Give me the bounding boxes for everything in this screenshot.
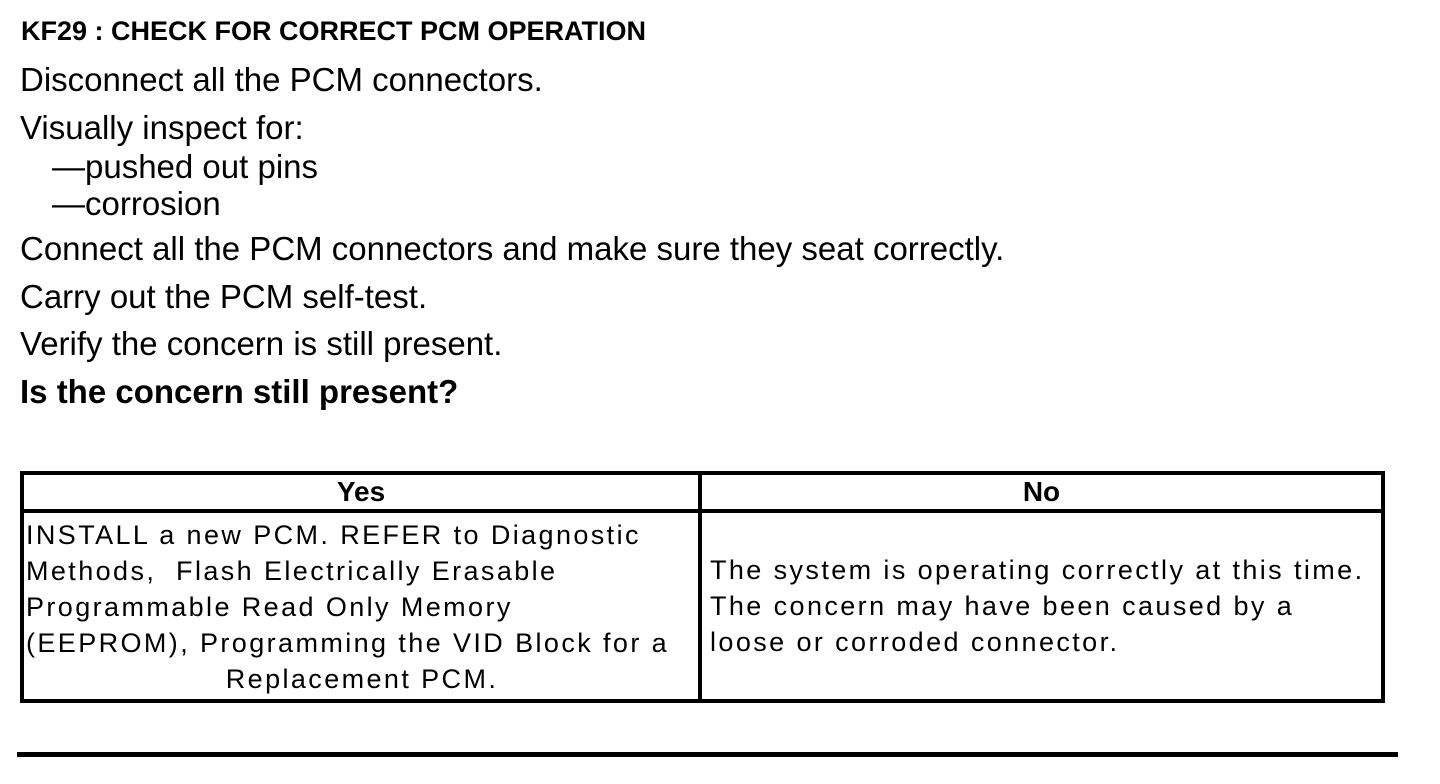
instruction-connect: Connect all the PCM connectors and make …	[20, 230, 1005, 267]
instruction-disconnect: Disconnect all the PCM connectors.	[20, 61, 543, 98]
instruction-verify: Verify the concern is still present.	[20, 325, 503, 362]
test-step-heading: KF29 : CHECK FOR CORRECT PCM OPERATION	[21, 16, 647, 46]
no-action-line: The system is operating correctly at thi…	[710, 555, 1365, 585]
yes-action-cell: INSTALL a new PCM. REFER to Diagnostic M…	[24, 513, 702, 699]
yes-action-line: (EEPROM), Programming the VID Block for …	[26, 628, 670, 658]
yes-action-line: INSTALL a new PCM. REFER to Diagnostic	[26, 520, 641, 550]
no-action-cell: The system is operating correctly at thi…	[702, 513, 1381, 699]
no-action-line: The concern may have been caused by a	[710, 591, 1295, 621]
decision-question: Is the concern still present?	[20, 373, 459, 410]
no-column-header: No	[702, 475, 1381, 513]
decision-table: Yes No INSTALL a new PCM. REFER to Diagn…	[20, 471, 1385, 703]
inspect-item-corrosion: —corrosion	[52, 185, 221, 222]
yes-column-header: Yes	[24, 475, 702, 513]
yes-action-line: Replacement PCM.	[225, 664, 499, 694]
yes-action-line: Programmable Read Only Memory	[26, 592, 513, 622]
no-action-line: loose or corroded connector.	[710, 627, 1120, 657]
yes-action-line: Methods, Flash Electrically Erasable	[26, 556, 558, 586]
page-bottom-divider	[17, 752, 1398, 757]
inspect-item-pushed-pins: —pushed out pins	[52, 148, 319, 185]
instruction-inspect: Visually inspect for:	[20, 109, 304, 146]
instruction-selftest: Carry out the PCM self-test.	[20, 278, 428, 315]
